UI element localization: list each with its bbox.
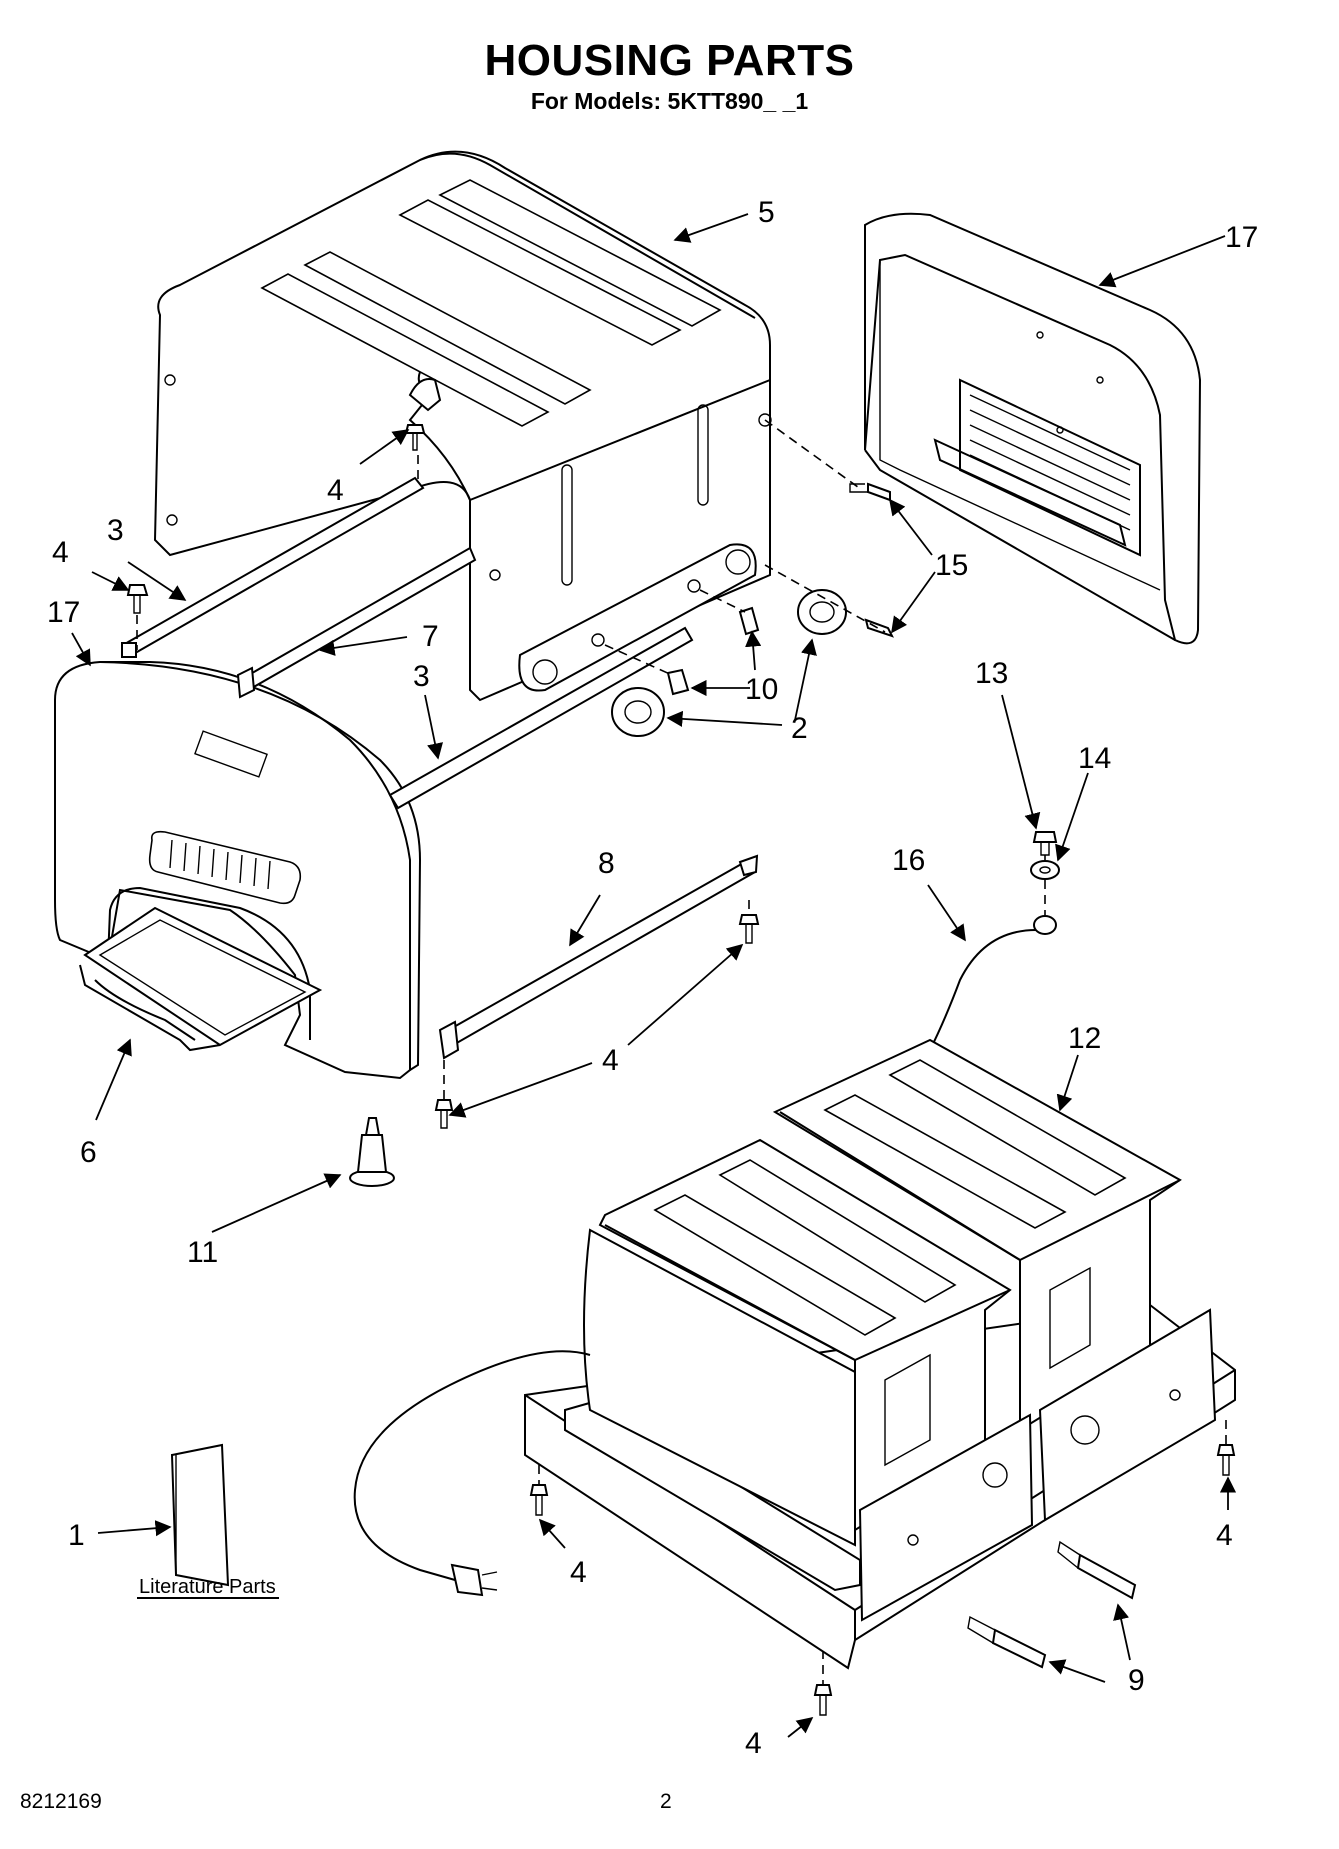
screw-bar-right (738, 914, 760, 944)
front-end-cover (54, 661, 422, 1080)
ground-wire (929, 915, 1057, 1051)
bar-upper (121, 476, 425, 658)
screw-base-left (529, 1484, 549, 1516)
callout-5: 5 (758, 196, 775, 229)
ground-screw (1032, 831, 1058, 856)
callout-7: 7 (422, 620, 439, 653)
callout-17-front: 17 (47, 596, 80, 629)
shaft-upper (738, 606, 760, 636)
callout-4-base-bottom: 4 (745, 1727, 762, 1760)
document-number: 8212169 (20, 1790, 102, 1813)
callout-14: 14 (1078, 742, 1111, 775)
callout-4-bar-right: 4 (602, 1044, 619, 1077)
screw-top (404, 424, 426, 451)
callout-9: 9 (1128, 1664, 1145, 1697)
callout-8: 8 (598, 847, 615, 880)
support-bar (236, 546, 477, 699)
callout-4-left: 4 (52, 536, 69, 569)
housing-shell (153, 150, 772, 702)
chassis-assembly (353, 1038, 1236, 1670)
callout-10: 10 (745, 673, 778, 706)
callout-1: 1 (68, 1519, 85, 1552)
screw-base-bottom (813, 1684, 833, 1716)
rubber-foot (349, 1117, 395, 1187)
crumb-tray (79, 906, 323, 1052)
screw-rear (849, 482, 894, 638)
literature-booklet (170, 1443, 230, 1587)
lock-washer (1030, 860, 1060, 880)
callout-16: 16 (892, 844, 925, 877)
screw-base-right (1216, 1444, 1236, 1476)
models-subtitle: For Models: 5KTT890_ _1 (530, 88, 809, 114)
callout-2-lower: 2 (791, 712, 808, 745)
bar-lower (388, 626, 694, 810)
pin-lower (967, 1615, 1047, 1669)
callout-4-top: 4 (327, 474, 344, 507)
callout-15: 15 (935, 549, 968, 582)
knob-upper (797, 589, 847, 635)
callout-17-rear: 17 (1225, 221, 1258, 254)
literature-parts-label: Literature Parts (139, 1576, 276, 1598)
callout-3-upper: 3 (107, 514, 124, 547)
screw-left (126, 584, 149, 614)
base-bar (438, 854, 759, 1060)
shaft-lower (666, 668, 690, 696)
pin-upper (1057, 1540, 1137, 1600)
rear-end-cover (864, 212, 1202, 645)
callout-3-lower: 3 (413, 660, 430, 693)
knob-lower (611, 687, 665, 737)
callout-4-base-right: 4 (1216, 1519, 1233, 1552)
callout-4-base-left: 4 (570, 1556, 587, 1589)
callout-6: 6 (80, 1136, 97, 1169)
page-title: HOUSING PARTS (484, 36, 855, 85)
callout-12: 12 (1068, 1022, 1101, 1055)
callout-13: 13 (975, 657, 1008, 690)
screw-bar-left (434, 1099, 454, 1129)
callout-11: 11 (187, 1236, 218, 1269)
page-number: 2 (660, 1790, 672, 1813)
